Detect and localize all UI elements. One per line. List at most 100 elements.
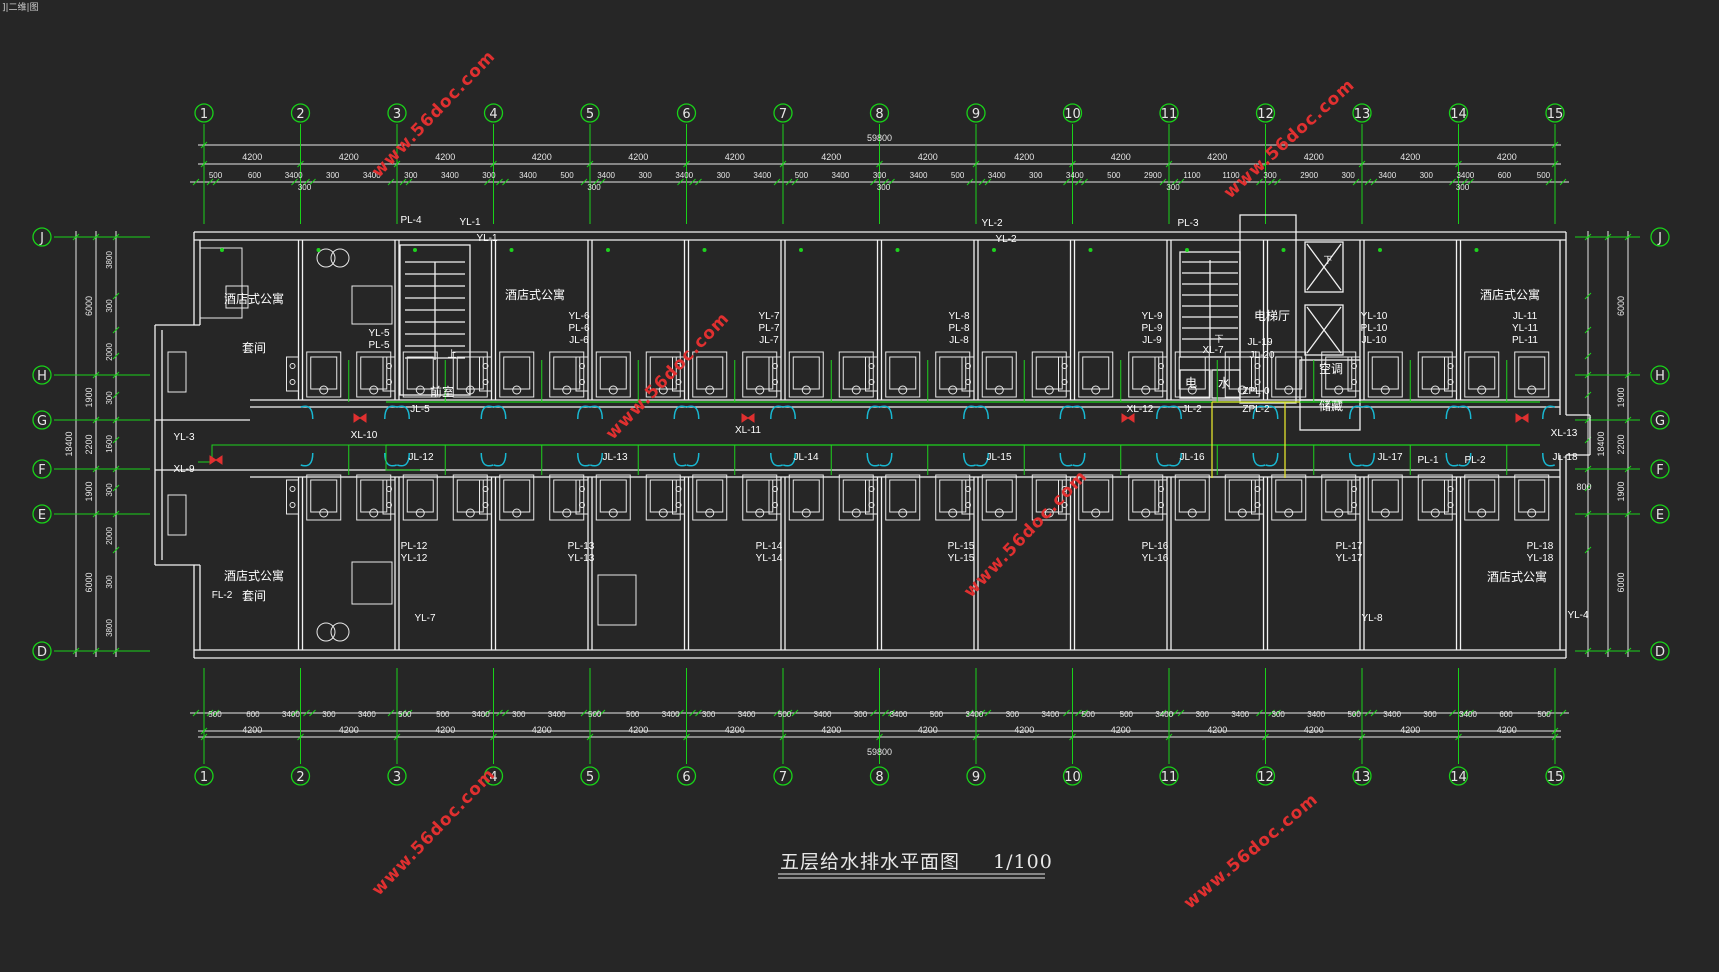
- bathtub-inner: [406, 479, 434, 513]
- pipe-label-south: YL-3: [173, 432, 195, 443]
- door-arc: [879, 452, 893, 467]
- riser-dot: [799, 248, 803, 252]
- dim-tick: [1352, 178, 1360, 186]
- door-arc: [879, 405, 893, 420]
- sink-counter: [382, 356, 396, 392]
- axis-bubble-label: D: [37, 645, 47, 660]
- axis-bubble: [1650, 459, 1670, 479]
- dim-sub: 300: [1006, 710, 1020, 719]
- dim-tick: [882, 178, 889, 186]
- pipe-label-north: PL-7: [758, 323, 780, 334]
- bathroom-tub: [1321, 351, 1357, 398]
- room-label: 前室: [430, 384, 454, 399]
- pipe-label-north: XL-10: [351, 430, 378, 441]
- door-arc: [783, 405, 796, 420]
- washbasin: [369, 385, 379, 395]
- bathroom-tub: [1224, 474, 1260, 521]
- dim-sub: 2900: [1300, 171, 1318, 180]
- dim-tick: [580, 709, 588, 717]
- door-arc: [976, 452, 989, 467]
- dim-sub: 500: [398, 710, 412, 719]
- dim-sub: 500: [560, 171, 574, 180]
- dim-tick: [1545, 709, 1553, 717]
- pipe-label-south: YL-13: [568, 553, 595, 564]
- dim-tick: [192, 178, 200, 186]
- bathtub-inner: [985, 356, 1013, 390]
- axis-bubble-label: E: [38, 508, 46, 523]
- dim-tick: [112, 352, 120, 360]
- axis-bubble: [290, 103, 311, 123]
- door-arc: [1458, 452, 1472, 467]
- bathtub-inner: [842, 356, 870, 390]
- sink-counter: [672, 479, 685, 515]
- door-arc: [770, 452, 783, 467]
- bathtub-inner: [1178, 356, 1206, 390]
- dim-tick: [112, 326, 120, 334]
- dim-bay: 4200: [532, 152, 552, 162]
- sink: [1158, 363, 1164, 369]
- axis-bubble-label: D: [1655, 645, 1665, 660]
- axis-bubble: [580, 766, 600, 786]
- dim-tick: [1584, 546, 1592, 554]
- axis-bubble-label: 3: [393, 770, 401, 785]
- sink-counter: [1154, 356, 1168, 392]
- elevator-shaft: [1304, 241, 1344, 293]
- bathroom-tub: [402, 351, 438, 398]
- bathroom-tub: [1464, 351, 1500, 398]
- axis-bubble-label: H: [37, 369, 47, 384]
- bathtub-inner: [842, 479, 870, 513]
- dim-tick: [791, 178, 799, 186]
- dim-extra: 300: [1166, 183, 1180, 192]
- chair: [330, 622, 350, 642]
- pipe-label-north: PL-11: [1512, 335, 1538, 346]
- armchair: [225, 285, 249, 309]
- sink-counter: [1347, 479, 1361, 515]
- dim-tick: [1370, 709, 1378, 717]
- door-arc: [493, 452, 507, 467]
- room-storage: [1299, 399, 1361, 431]
- axis-bubble-label: J: [1657, 231, 1662, 246]
- door-arc: [686, 405, 700, 420]
- bathroom-tub: [549, 351, 585, 398]
- dim-sub: 300: [1420, 171, 1434, 180]
- dim-bay: 4200: [532, 725, 552, 735]
- door-arc: [300, 405, 314, 420]
- axis-bubble: [773, 103, 793, 123]
- door-arc: [1169, 405, 1182, 420]
- sink: [1351, 363, 1357, 369]
- bathroom-tub: [788, 474, 824, 521]
- pipe-label-north: JL-20: [1249, 350, 1274, 361]
- pipe-label-south: FL-2: [212, 590, 233, 601]
- pipe-label-north: PL-8: [948, 323, 970, 334]
- riser-dot: [509, 248, 514, 252]
- bathroom-tub: [595, 474, 631, 521]
- sink: [965, 379, 971, 385]
- door-arc: [480, 452, 494, 467]
- bathroom-tub: [692, 474, 728, 521]
- dim-sub: 3400: [519, 171, 537, 180]
- axis-bubble-label: 4: [489, 107, 497, 122]
- dim-bay: 4200: [821, 725, 841, 735]
- axis-bubble-label: 8: [875, 107, 883, 122]
- axis-bubble: [869, 103, 890, 123]
- pipe-label-north: JL-7: [759, 335, 779, 346]
- desk: [167, 351, 187, 393]
- axis-bubble: [1352, 766, 1372, 786]
- sink: [772, 502, 778, 508]
- stair-note: 下: [1323, 255, 1332, 265]
- bathroom-tub: [595, 351, 631, 398]
- pipe-label-north: PL-10: [1361, 323, 1388, 334]
- sink: [1351, 486, 1357, 492]
- dim-sub: 500: [778, 710, 792, 719]
- dim-tick: [112, 436, 120, 444]
- dim-v: 300: [105, 299, 114, 313]
- wall: [1306, 306, 1342, 354]
- bathtub-inner: [746, 479, 774, 513]
- bathroom-tub: [1321, 474, 1357, 521]
- pipe-label-north: PL-4: [400, 215, 422, 226]
- room-label: 酒店式公寓: [224, 291, 284, 306]
- bathtub-inner: [792, 479, 820, 513]
- axis-bubble: [1062, 103, 1083, 123]
- pipe-label-north: JL-6: [569, 335, 589, 346]
- axis-bubble: [580, 103, 600, 123]
